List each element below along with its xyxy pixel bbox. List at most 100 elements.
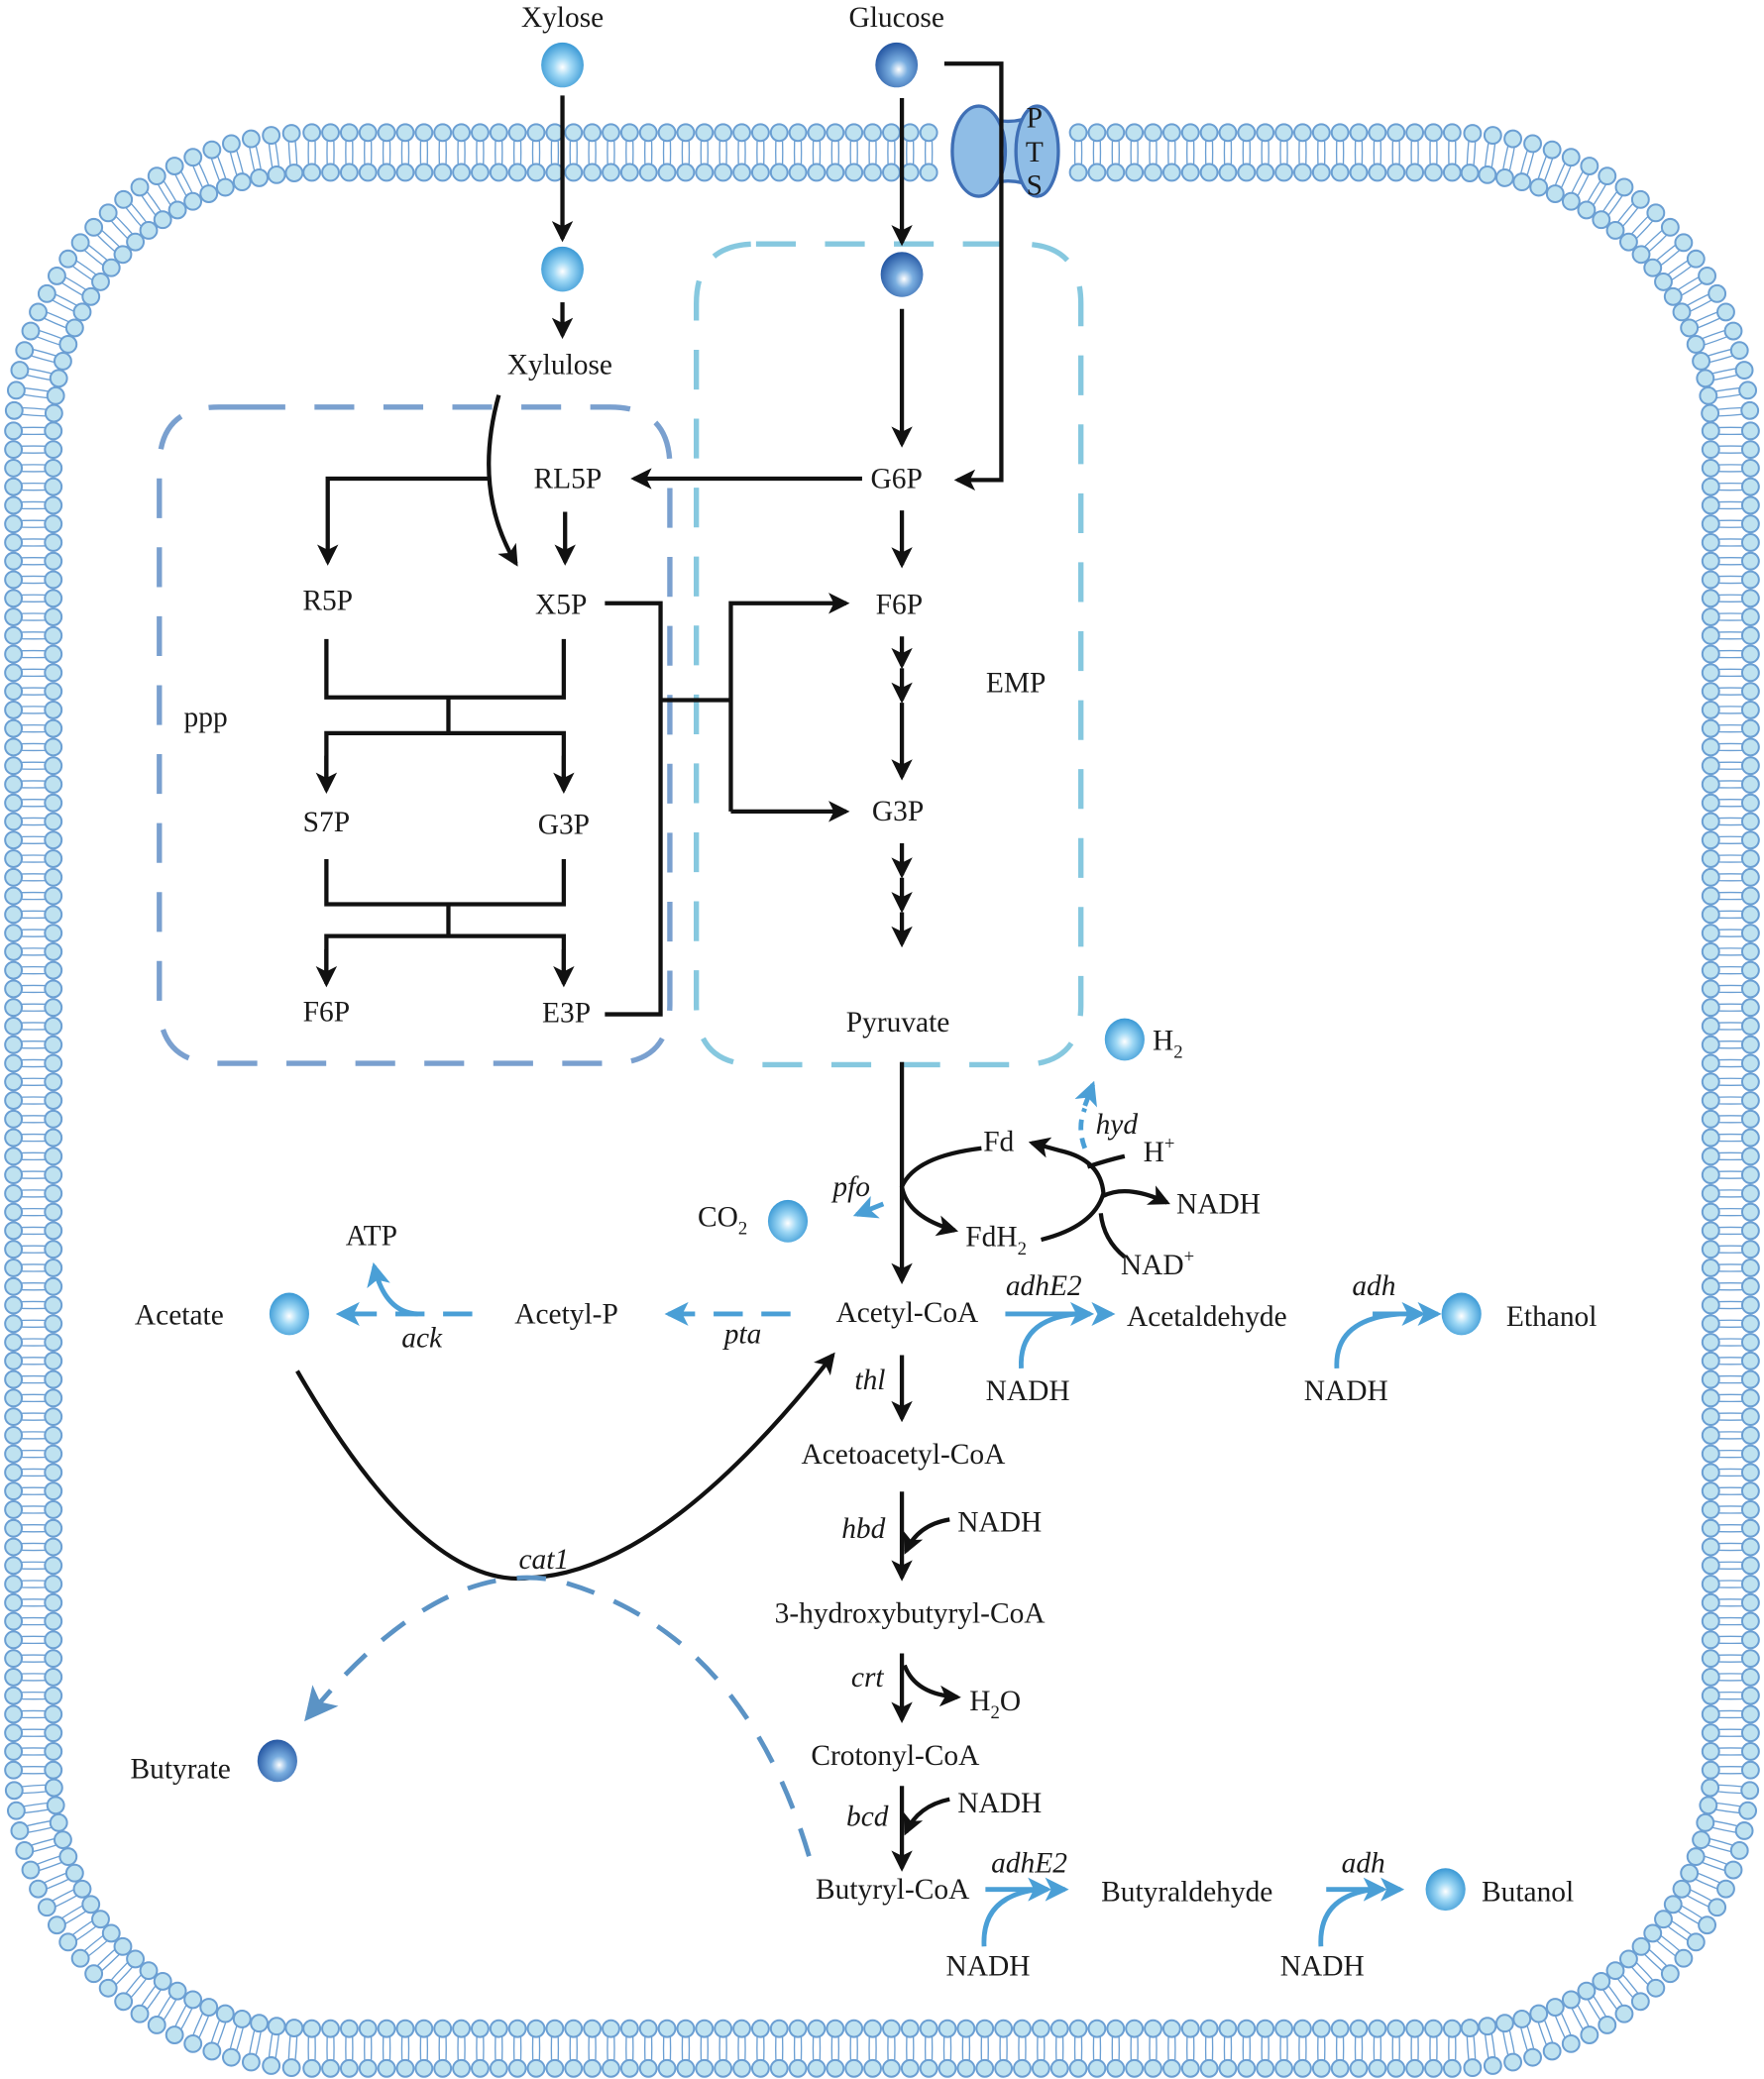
lipid-head — [44, 1314, 63, 1334]
lipid-head — [881, 123, 901, 143]
lipid-head — [1740, 1333, 1760, 1352]
lipid-head — [1144, 2019, 1162, 2038]
lipid-head — [1663, 286, 1683, 306]
lipid-head — [1740, 1444, 1760, 1464]
lipid-head — [937, 2058, 957, 2078]
lipid-head — [1701, 1500, 1720, 1519]
lipid-head — [1701, 1035, 1720, 1054]
lipid-head — [167, 1981, 187, 2001]
lipid-head — [4, 495, 24, 515]
lipid-head — [358, 2058, 378, 2078]
lipid-head — [881, 2058, 901, 2078]
lipid-head — [183, 2033, 203, 2053]
lipid-head — [4, 1556, 24, 1576]
lipid-head — [1701, 607, 1720, 626]
lipid-head — [1087, 2058, 1107, 2078]
lipid-head — [826, 123, 845, 143]
lipid-head — [49, 1812, 68, 1832]
lipid-head — [1237, 123, 1257, 143]
lipid-head — [44, 1276, 63, 1296]
lipid-head — [1701, 1481, 1720, 1501]
h2o-h-text: H — [969, 1686, 990, 1717]
lipid-head — [1542, 2041, 1562, 2061]
butyraldehyde-label: Butyraldehyde — [1101, 1877, 1272, 1909]
lipid-head — [1701, 1704, 1720, 1724]
lipid-head — [4, 458, 24, 478]
lipid-head — [4, 514, 24, 534]
lipid-head — [1686, 1847, 1706, 1867]
hyd-enzyme-label: hyd — [1096, 1109, 1139, 1141]
fdh2-subscript: 2 — [1018, 1239, 1027, 1259]
lipid-head — [602, 2019, 620, 2038]
lipid-head — [1605, 221, 1625, 240]
lipid-head — [1646, 203, 1666, 223]
lipid-head — [339, 123, 359, 143]
h2-subscript: 2 — [1173, 1042, 1182, 1063]
lipid-head — [564, 2019, 584, 2038]
lipid-head — [1740, 1183, 1760, 1203]
lipid-head — [583, 2019, 603, 2038]
lipid-head — [1180, 163, 1200, 182]
lipid-head — [1740, 421, 1760, 441]
lipid-head — [1442, 2019, 1462, 2038]
lipid-head — [1654, 1910, 1673, 1929]
lipid-head — [1349, 2019, 1369, 2038]
lipid-head — [44, 700, 63, 719]
lipid-head — [1701, 1592, 1720, 1612]
lipid-head — [1701, 625, 1720, 645]
lipid-head — [1701, 1575, 1720, 1593]
lipid-head — [1740, 1481, 1760, 1501]
lipid-head — [1701, 1778, 1720, 1798]
lipid-head — [44, 1704, 63, 1724]
lipid-head — [4, 998, 24, 1018]
lipid-head — [321, 123, 340, 143]
lipid-head — [114, 189, 134, 209]
lipid-head — [1701, 941, 1720, 961]
lipid-head — [452, 123, 471, 143]
lipid-head — [1529, 2004, 1549, 2024]
lipid-head — [44, 1053, 63, 1073]
lipid-head — [139, 221, 159, 240]
lipid-head — [1740, 495, 1760, 515]
lipid-head — [1701, 570, 1720, 590]
lipid-head — [1740, 1630, 1760, 1650]
lipid-head — [4, 924, 24, 943]
lipid-head — [4, 663, 24, 683]
lipid-head — [526, 163, 546, 182]
lipid-head — [44, 440, 63, 460]
lipid-head — [1630, 189, 1650, 209]
lipid-head — [1068, 163, 1088, 182]
lipid-head — [1068, 123, 1088, 143]
lipid-head — [1696, 369, 1715, 388]
butyrate-molecule-icon — [257, 1739, 297, 1783]
lipid-head — [250, 2014, 270, 2033]
lipid-head — [44, 924, 63, 943]
lipid-head — [1199, 2058, 1219, 2078]
lipid-head — [1740, 1463, 1760, 1482]
lipid-head — [4, 867, 24, 887]
lipid-head — [113, 1936, 133, 1956]
emp-module-box — [694, 241, 1084, 1068]
lipid-head — [4, 1592, 24, 1612]
lipid-head — [1740, 589, 1760, 608]
lipid-head — [1368, 123, 1387, 143]
lipid-head — [10, 361, 30, 381]
lipid-head — [321, 163, 340, 182]
ethanol-label: Ethanol — [1506, 1301, 1598, 1333]
lipid-head — [657, 2058, 677, 2078]
g6p-label: G6P — [871, 463, 923, 494]
lipid-head — [1218, 2058, 1238, 2078]
lipid-head — [44, 1333, 63, 1352]
nadh-fd-label: NADH — [1176, 1188, 1261, 1220]
lipid-head — [395, 2058, 415, 2078]
lipid-head — [202, 2041, 222, 2061]
lipid-head — [1723, 321, 1743, 341]
lipid-head — [44, 1109, 63, 1129]
lipid-head — [1701, 1183, 1720, 1203]
lipid-head — [1740, 551, 1760, 571]
lipid-head — [1701, 1537, 1720, 1557]
lipid-head — [1031, 2058, 1050, 2078]
lipid-head — [1237, 2058, 1257, 2078]
lipid-head — [98, 203, 118, 223]
lipid-head — [44, 514, 63, 534]
